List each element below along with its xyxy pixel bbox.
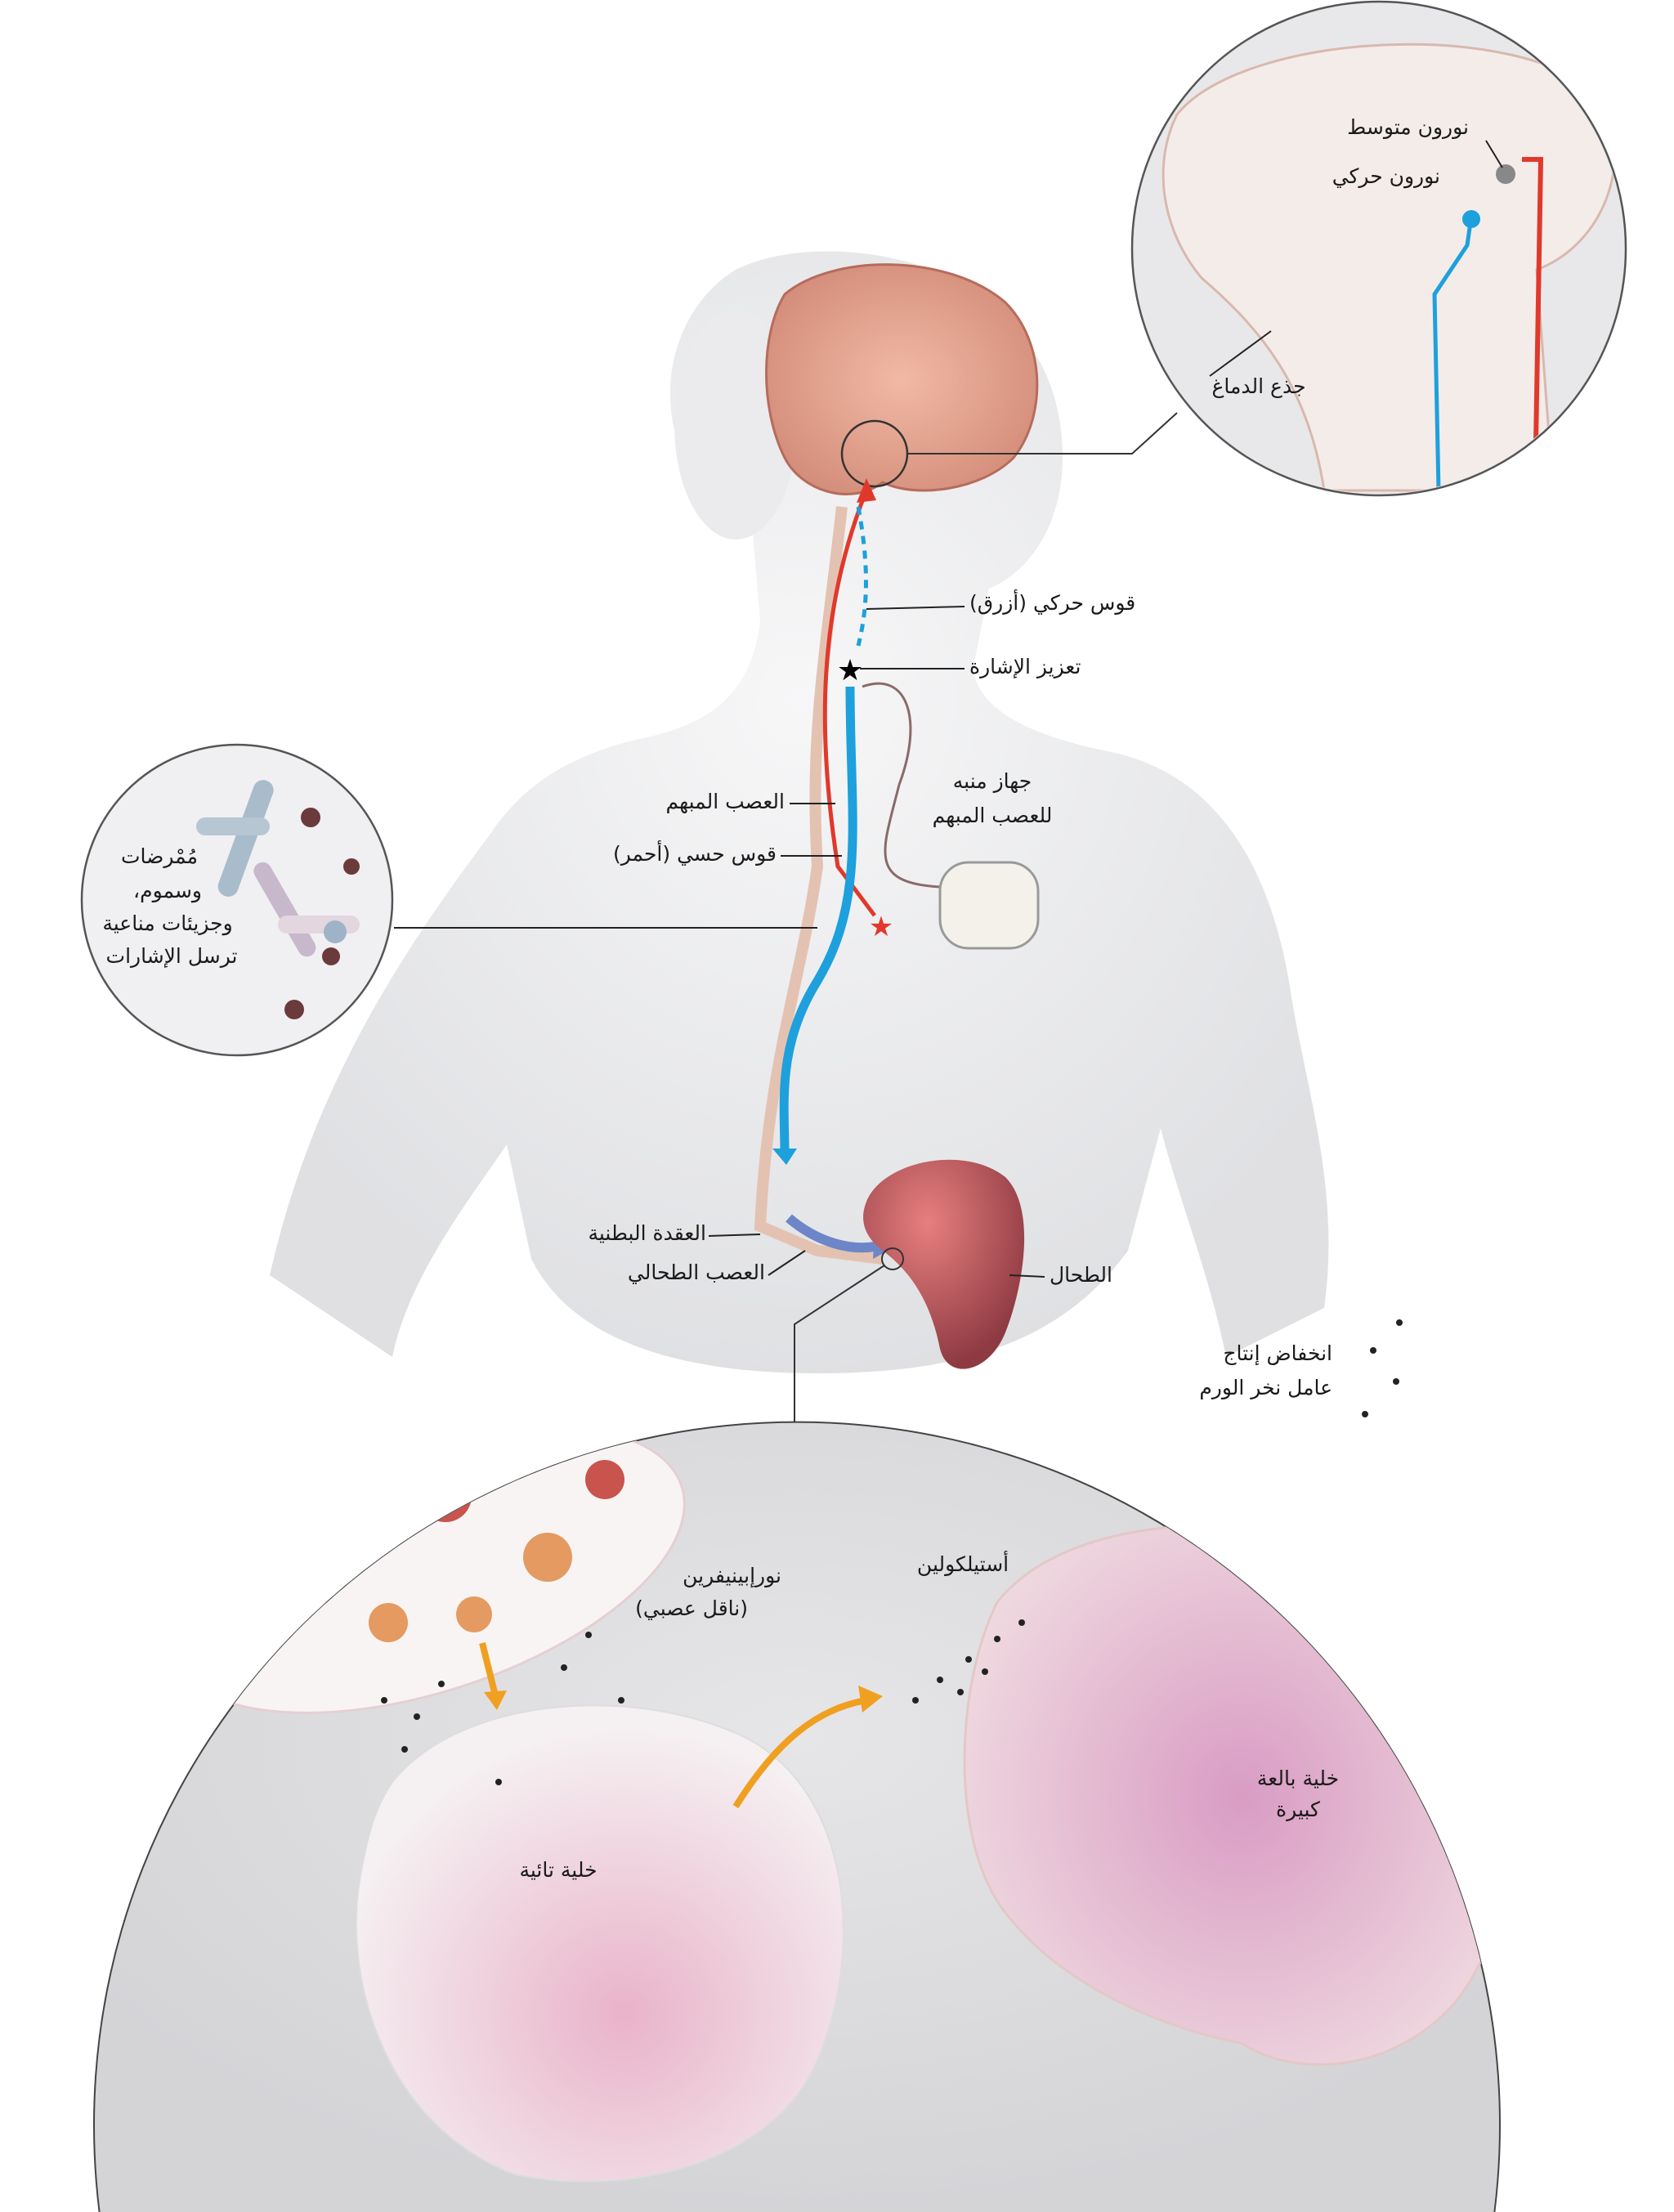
tnf-label-line2: عامل نخر الورم (1199, 1376, 1332, 1399)
tnf-arrowhead (1358, 1380, 1377, 1399)
spleen-label: الطحال (1050, 1263, 1112, 1287)
t-cell (355, 1704, 844, 2183)
stimulator-lead (862, 682, 941, 889)
celiac-ganglion-label: العقدة البطنية (588, 1221, 706, 1245)
macrophage-label-line2: كبيرة (1276, 1798, 1320, 1821)
motor-arc-label: قوس حركي (أزرق) (969, 591, 1136, 615)
neurotransmitter-dots (381, 1619, 1025, 1785)
vagus-nerve-fibers (754, 506, 884, 1265)
spleen-callout-leader (794, 1265, 885, 1422)
signal-boost-star-icon: ★ (837, 654, 863, 687)
tnf-arrow (1345, 1422, 1370, 1465)
sensory-star-icon: ★ (869, 911, 893, 943)
splenic-signal-arrow (786, 1214, 875, 1253)
sensory-arc-label: قوس حسي (أحمر) (612, 842, 777, 866)
motor-arrowhead (772, 1149, 797, 1165)
spleen (863, 1159, 1025, 1369)
norepinephrine-label-line2: (ناقل عصبي) (635, 1596, 748, 1620)
brainstem-label-leader (1209, 330, 1272, 377)
spleen-callout-circle (881, 1247, 904, 1270)
tcell-to-macrophage-arrow (732, 1697, 867, 1809)
splenic-nerve-label: العصب الطحالي (627, 1260, 765, 1284)
ne-arrow (479, 1642, 498, 1693)
interneuron-icon (1496, 164, 1515, 184)
brainstem-cross-section (1162, 43, 1617, 492)
pathogen-label-line1: مُمْرضات (120, 844, 199, 868)
norepinephrine-label-line1: نورإبينيفرين (683, 1564, 781, 1587)
tnf-dots (1362, 1319, 1403, 1417)
interneuron-leader (1485, 140, 1503, 168)
pathogen-molecules (196, 780, 360, 1019)
brainstem-leader (907, 412, 1178, 454)
leader-lines (394, 606, 1045, 1278)
stimulator-label-line1: جهاز منبه (952, 769, 1032, 793)
acetylcholine-label: أستيلكولين (916, 1552, 1009, 1576)
signal-boost-label: تعزيز الإشارة (969, 655, 1081, 678)
tcell-arrowhead (858, 1686, 883, 1713)
pathogen-inset-circle (80, 743, 394, 1057)
t-cell-label: خلية تائية (519, 1858, 598, 1882)
brain (765, 263, 1039, 495)
vagus-nerve-stimulator-device (938, 861, 1040, 950)
sensory-arrowhead (857, 478, 876, 503)
tnf-label-line1: انخفاض إنتاج (1223, 1341, 1332, 1365)
pathogen-label-line3: وجزيئات مناعية (102, 911, 233, 935)
motor-arc-blue (779, 686, 857, 1153)
stimulator-label-line2: للعصب المبهم (932, 804, 1053, 827)
ne-arrowhead (484, 1690, 507, 1710)
macrophage-label-line1: خلية بالعة (1256, 1766, 1340, 1790)
motor-arc-dashed (856, 506, 868, 647)
motor-neuron-icon (1462, 210, 1480, 228)
pathogen-label-line2: وسموم، (133, 879, 202, 902)
sensory-arc-red (822, 490, 876, 917)
vagus-nerve-label: العصب المبهم (665, 790, 785, 813)
brainstem-label: جذع الدماغ (1211, 374, 1306, 398)
motor-neuron-label: نورون حركي (1332, 164, 1440, 188)
pathogen-label-line4: ترسل الإشارات (105, 944, 238, 968)
interneuron-label: نورون متوسط (1347, 115, 1469, 139)
